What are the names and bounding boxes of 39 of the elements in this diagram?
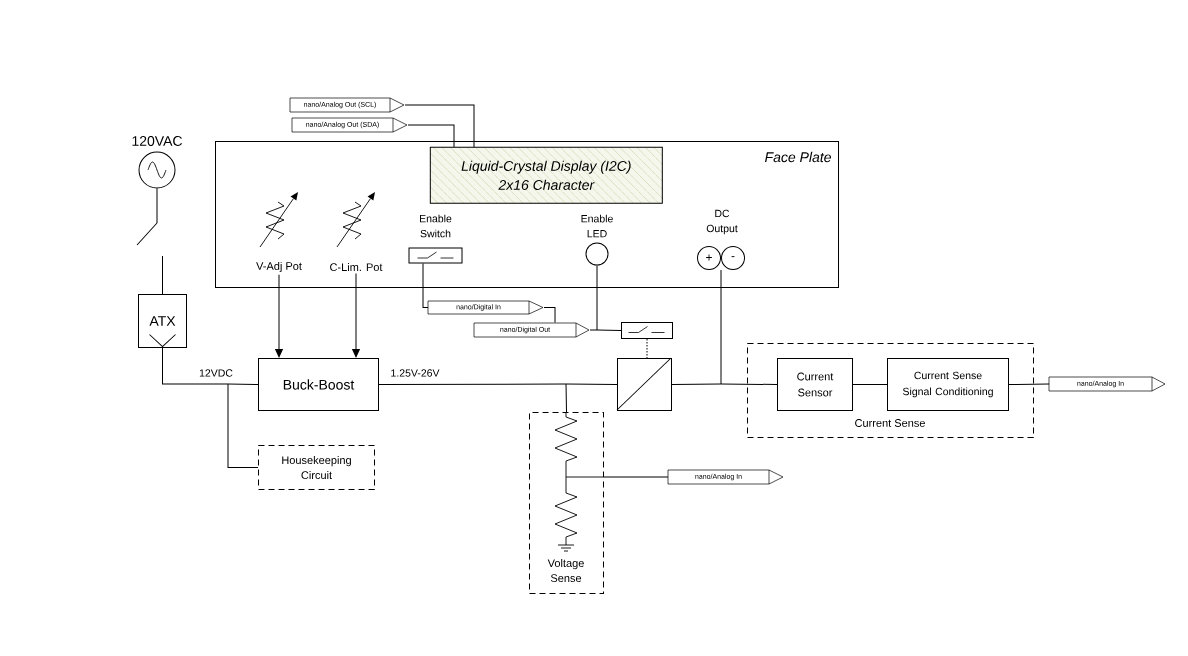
wire [156,188,158,224]
wire [378,383,567,385]
wire [720,269,722,385]
source-label: 120VAC [132,136,183,146]
switch-symbol [136,222,158,246]
component-label: DC Output [706,209,738,235]
display-box: Liquid-Crystal Display (I2C) 2x16 Character [429,146,663,204]
wire [422,263,429,308]
wire [162,255,163,295]
component-label: C-Lim. Pot [330,262,383,272]
dashed-box: Housekeeping Circuit [258,445,375,490]
wire [404,104,475,148]
edge-label: 1.25V-26V [389,368,441,378]
converter-symbol [616,357,672,411]
wire [852,384,888,385]
converter-box: Buck-Boost [258,358,379,411]
supply-box: ATX [138,294,187,348]
arrow [352,273,360,358]
component-label: Enable Switch [420,214,452,238]
wire [596,265,598,331]
component-label: V-Adj Pot [256,261,302,273]
wire [565,383,618,385]
wire [589,329,598,331]
wire [543,307,556,323]
wire [603,476,669,478]
block-box: Current Sense Signal Conditioning [887,358,1009,411]
wire [227,383,259,468]
arrow [275,274,283,358]
wire [671,383,722,385]
group-box: Voltage Sense [529,412,604,594]
wire [1008,383,1050,385]
block-box: Current Sensor [777,358,853,411]
switch-symbol [621,322,673,339]
dotted-line [646,338,648,359]
wire [596,329,622,331]
wire [407,124,455,148]
wire [720,383,778,385]
component-label: Enable LED [581,214,613,238]
wire [565,383,567,413]
